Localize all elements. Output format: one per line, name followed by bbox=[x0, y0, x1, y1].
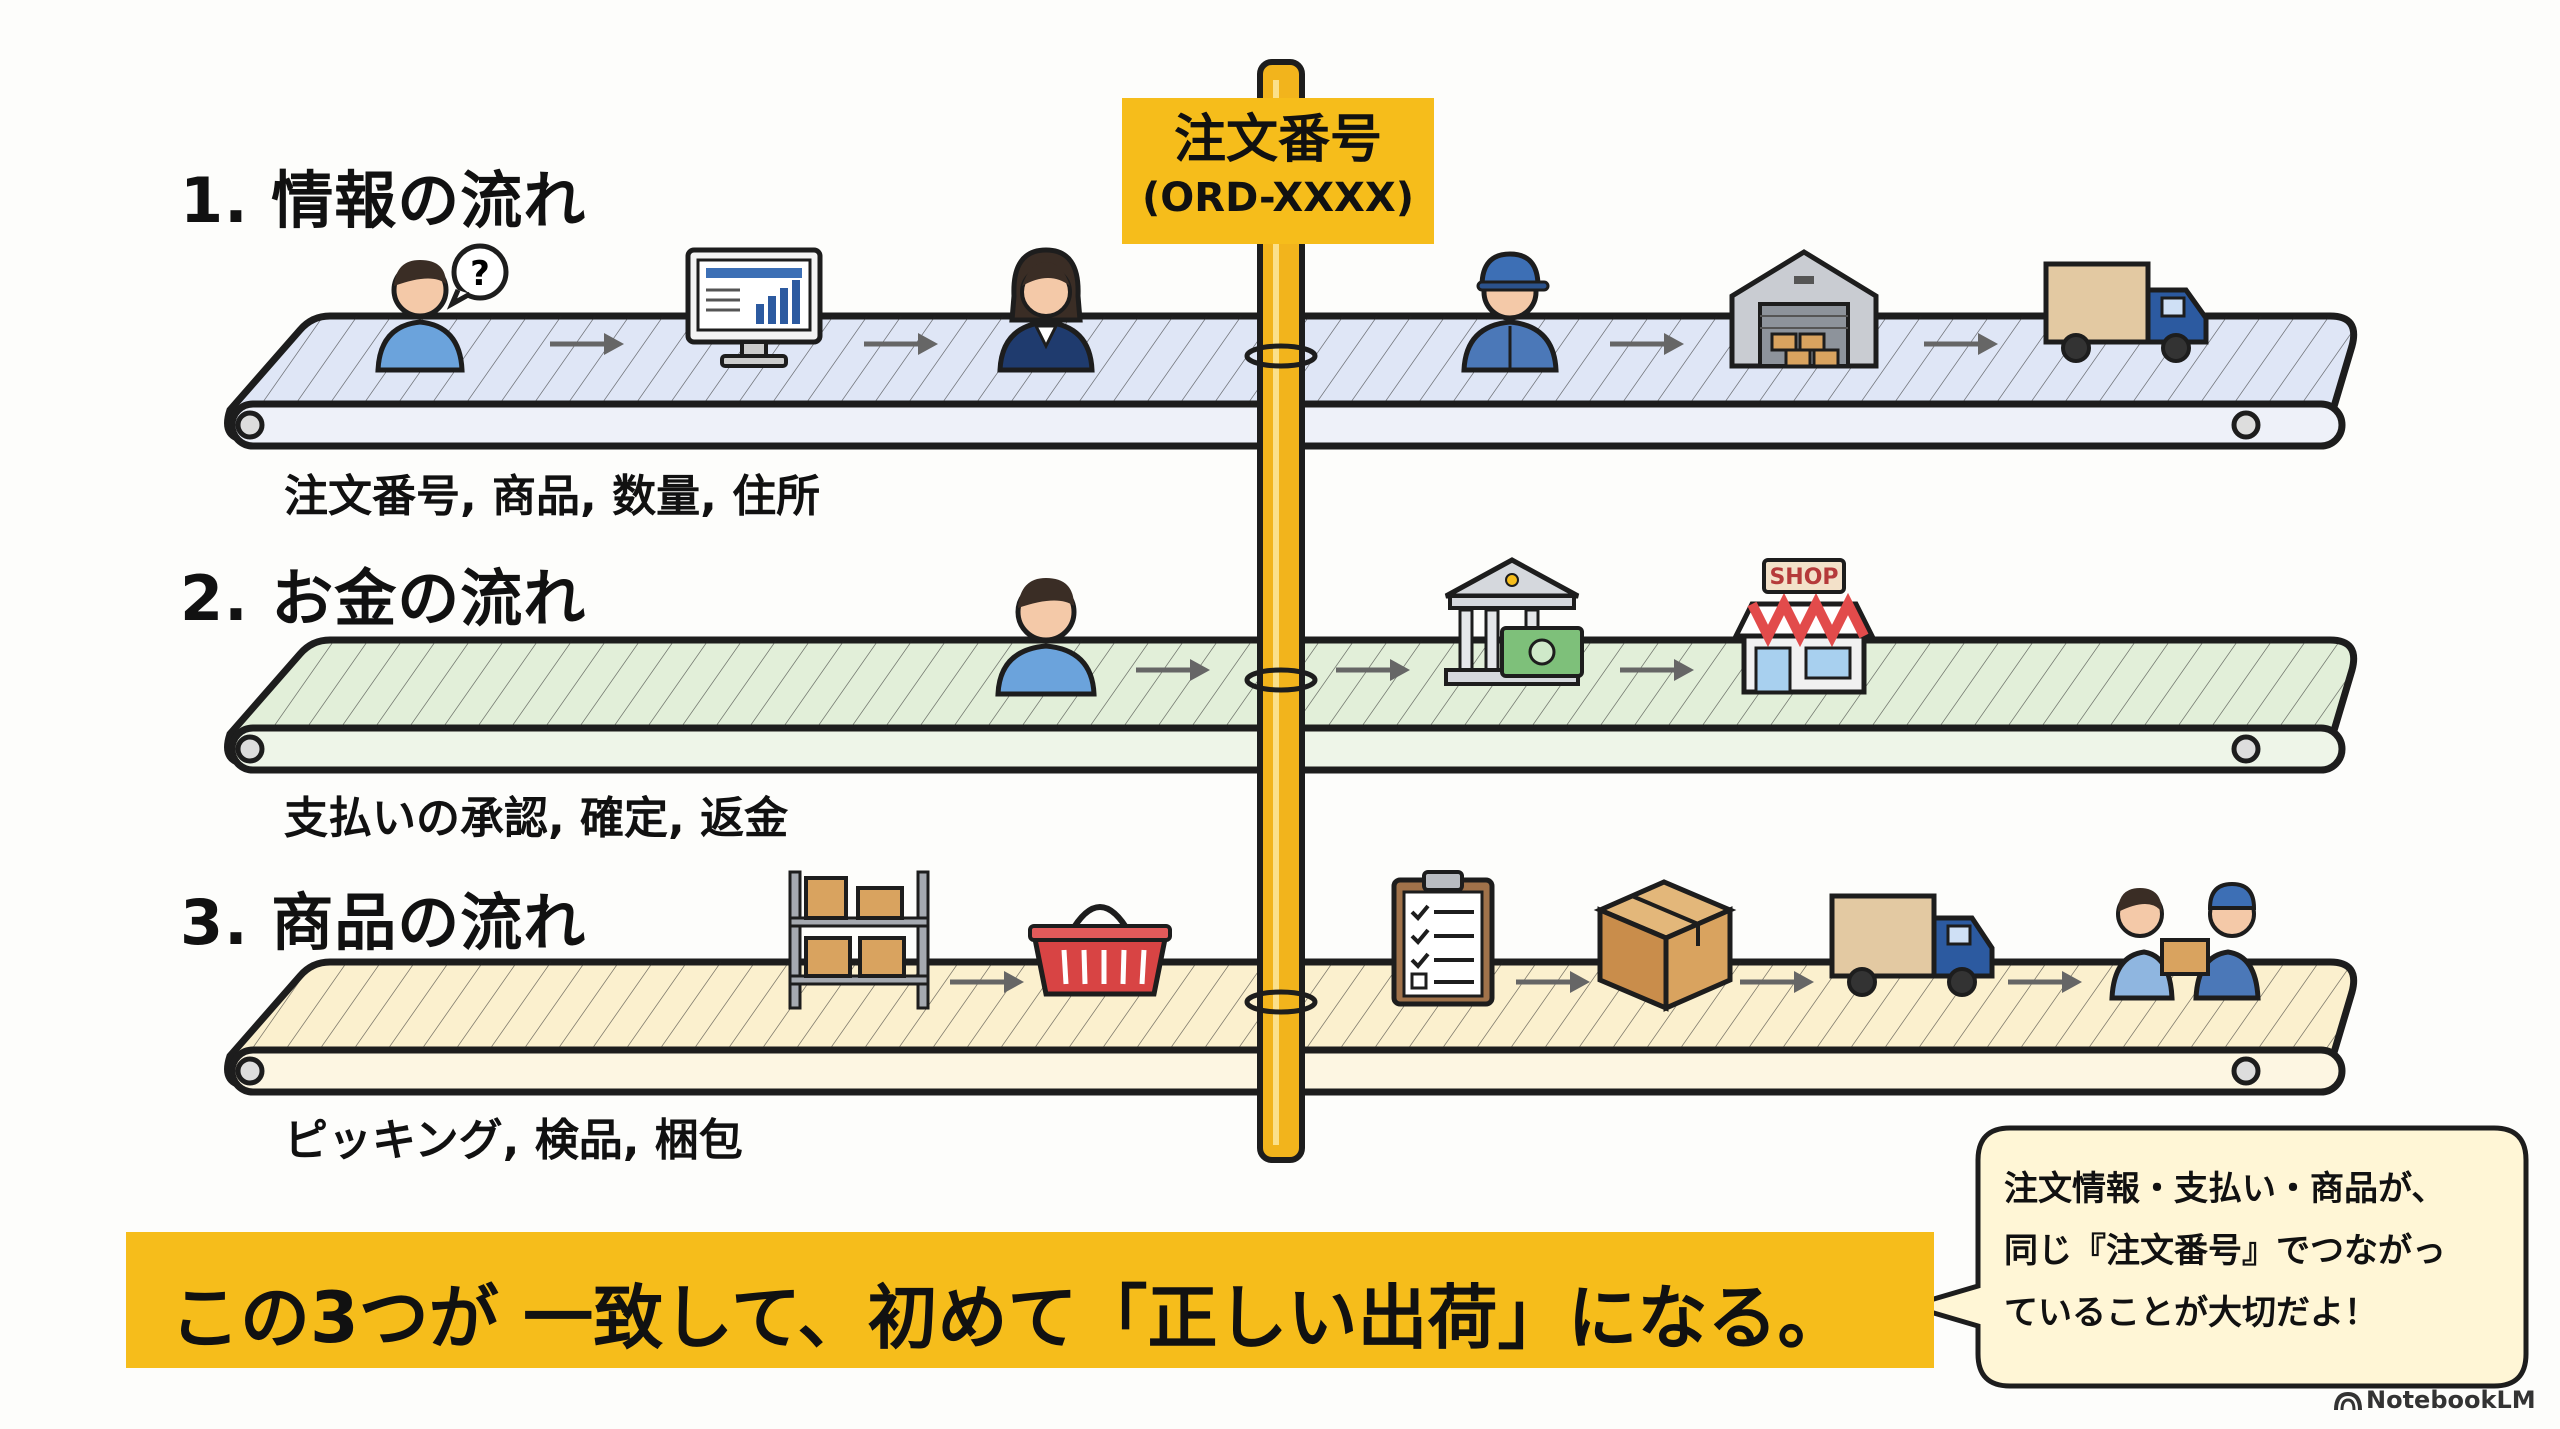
storage-shelf-icon bbox=[788, 870, 930, 1010]
conclusion-banner-text: この3つが 一致して、初めて「正しい出荷」になる。 bbox=[170, 1277, 1848, 1359]
customer-question-icon: ? bbox=[375, 243, 509, 373]
delivery-truck-icon bbox=[1829, 893, 1995, 997]
svg-text:?: ? bbox=[470, 254, 490, 294]
speech-bubble-line: 注文情報・支払い・商品が、 bbox=[2004, 1169, 2446, 1209]
conclusion-banner: この3つが 一致して、初めて「正しい出荷」になる。 bbox=[126, 1232, 1934, 1368]
order-number-pole bbox=[1244, 59, 1318, 1163]
computer-monitor-icon bbox=[685, 247, 823, 368]
notebooklm-brand: NotebookLM bbox=[2366, 1386, 2536, 1414]
checklist-clipboard-icon bbox=[1391, 870, 1495, 1007]
speech-bubble-line: 同じ『注文番号』でつながっ bbox=[2004, 1231, 2446, 1271]
speech-bubble-text: 注文情報・支払い・商品が、 同じ『注文番号』でつながっ ていることが大切だよ！ bbox=[2004, 1158, 2494, 1344]
order-number-sign-code: (ORD-XXXX) bbox=[1141, 175, 1414, 221]
caption-goods: ピッキング, 検品, 梱包 bbox=[284, 1115, 743, 1166]
section-title-money: 2. お金の流れ bbox=[180, 562, 587, 635]
shop-icon: SHOP bbox=[1731, 558, 1877, 695]
shopping-basket-icon bbox=[1028, 904, 1172, 997]
speech-bubble-line: ていることが大切だよ！ bbox=[2004, 1293, 2378, 1333]
order-number-sign-title: 注文番号 bbox=[1173, 110, 1382, 170]
caption-money: 支払いの承認, 確定, 返金 bbox=[284, 793, 789, 844]
delivery-truck-icon bbox=[2043, 261, 2209, 363]
warehouse-icon bbox=[1729, 249, 1879, 369]
shop-sign-label: SHOP bbox=[1769, 565, 1838, 590]
caption-info: 注文番号, 商品, 数量, 住所 bbox=[284, 471, 821, 522]
staff-woman-icon bbox=[997, 247, 1095, 373]
package-handover-icon bbox=[2109, 881, 2261, 1001]
customer-icon bbox=[995, 578, 1097, 697]
warehouse-worker-icon bbox=[1461, 251, 1559, 373]
speech-bubble bbox=[1901, 1125, 2529, 1389]
notebooklm-logo-icon bbox=[2334, 1391, 2362, 1411]
section-title-goods: 3. 商品の流れ bbox=[180, 886, 587, 959]
bank-money-icon bbox=[1444, 557, 1584, 686]
order-number-sign: 注文番号 (ORD-XXXX) bbox=[1122, 98, 1434, 244]
section-title-info: 1. 情報の流れ bbox=[180, 164, 587, 237]
cardboard-box-icon bbox=[1593, 879, 1737, 1012]
